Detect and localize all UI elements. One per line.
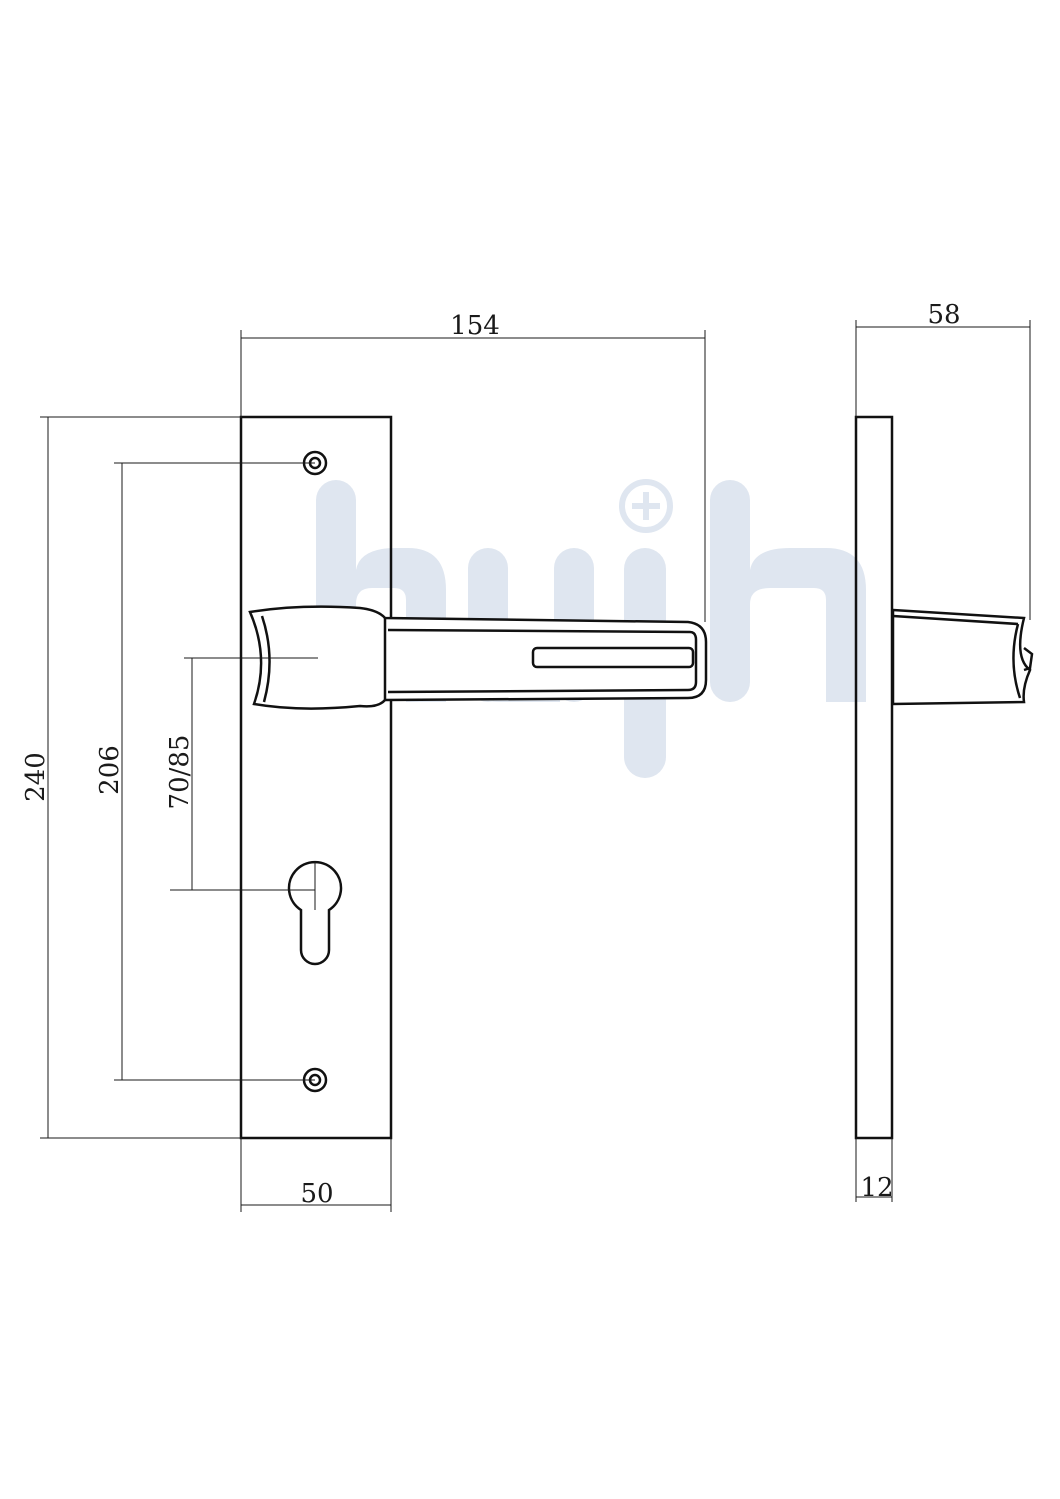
backplate bbox=[239, 415, 393, 1140]
dim-total-width: 154 bbox=[450, 311, 500, 341]
side-backplate bbox=[854, 415, 894, 1140]
side-view bbox=[854, 415, 1034, 1140]
dim-backset: 70/85 bbox=[165, 735, 195, 810]
registered-mark-icon bbox=[619, 479, 673, 533]
dimension-lines bbox=[40, 320, 1031, 1212]
dim-plate-thickness: 12 bbox=[860, 1173, 893, 1203]
dim-screw-spacing: 206 bbox=[95, 745, 125, 795]
dim-plate-width: 50 bbox=[300, 1179, 333, 1209]
dim-projection: 58 bbox=[927, 300, 960, 330]
lever-handle bbox=[248, 605, 708, 710]
dim-plate-height: 240 bbox=[21, 752, 51, 802]
front-view bbox=[239, 415, 708, 1140]
keyhole-icon bbox=[287, 860, 343, 966]
side-lever bbox=[891, 608, 1032, 706]
